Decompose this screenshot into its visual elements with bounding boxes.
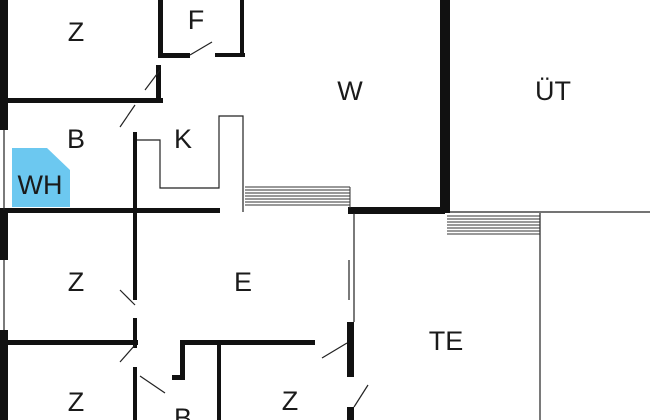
- room-label-z-mid-left: Z: [68, 267, 85, 297]
- room-label-w: W: [337, 76, 363, 106]
- fixture-label-wh: WH: [18, 170, 63, 200]
- thin-lines: [3, 41, 650, 420]
- room-label-z-bottom-left: Z: [68, 387, 85, 417]
- stairs-upper: [245, 186, 351, 208]
- room-label-b: B: [67, 124, 85, 154]
- room-label-z-bottom-mid: Z: [282, 386, 299, 416]
- thick-walls: [0, 0, 450, 420]
- room-label-z-top-left: Z: [68, 17, 85, 47]
- room-label-k: K: [174, 124, 192, 154]
- room-label-b-bottom: B: [174, 403, 192, 420]
- room-label-e: E: [234, 267, 252, 297]
- stairs-lower: [447, 215, 540, 235]
- wh-fixture-shape: [12, 148, 70, 207]
- room-label-ut: ÜT: [535, 76, 571, 106]
- room-label-f: F: [188, 5, 205, 35]
- room-label-te: TE: [429, 326, 464, 356]
